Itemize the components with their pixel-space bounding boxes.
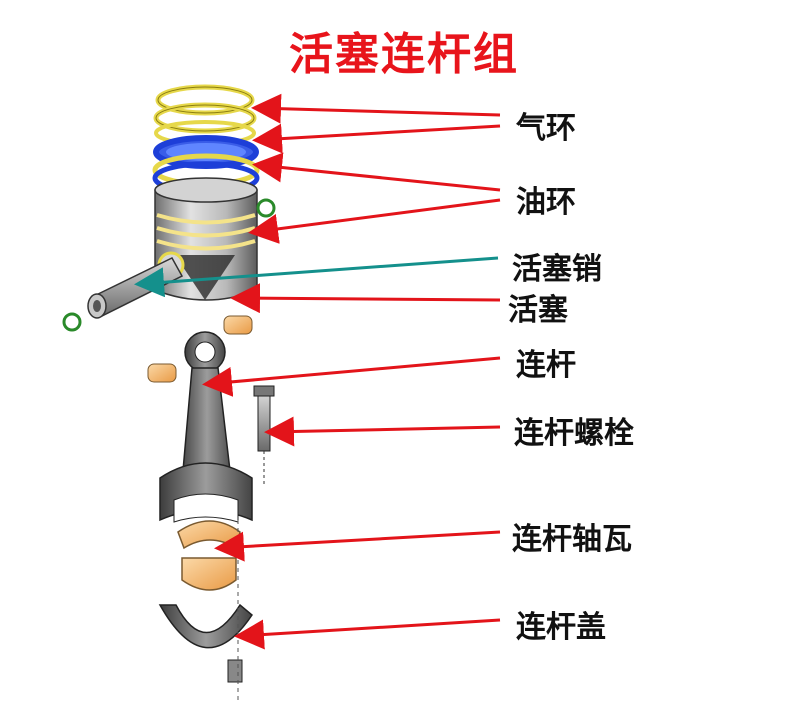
leader-liangan-zhouwa xyxy=(214,530,501,562)
label-qihuan: 气环 xyxy=(516,111,576,146)
label-huosai: 活塞 xyxy=(508,293,568,328)
label-liangan-zhouwa: 连杆轴瓦 xyxy=(512,522,632,557)
leader-youhuan-1 xyxy=(252,152,501,192)
leader-youhuan-2 xyxy=(248,198,501,244)
label-liangan-gai: 连杆盖 xyxy=(516,610,606,645)
label-youhuan: 油环 xyxy=(516,185,576,220)
leader-qihuan-1 xyxy=(251,93,501,124)
leader-huosai xyxy=(230,283,501,314)
small-end-bushes xyxy=(147,315,253,383)
diagram-title: 活塞连杆组 xyxy=(289,29,519,80)
rod-cap xyxy=(158,520,253,700)
leader-qihuan-2 xyxy=(252,123,501,154)
oil-ring xyxy=(152,135,260,195)
label-liangan: 连杆 xyxy=(516,348,576,383)
leader-liangan-gai xyxy=(234,618,501,650)
label-huosaixiao: 活塞销 xyxy=(512,252,602,287)
leader-huosaixiao xyxy=(134,256,499,298)
bearing-shells xyxy=(177,520,241,591)
rod-bolt xyxy=(253,385,275,485)
leader-liangan-luoshuan xyxy=(264,416,501,447)
leader-lines xyxy=(134,93,501,650)
leader-liangan xyxy=(202,356,501,397)
label-liangan-luoshuan: 连杆螺栓 xyxy=(514,416,634,451)
connecting-rod xyxy=(159,331,253,523)
